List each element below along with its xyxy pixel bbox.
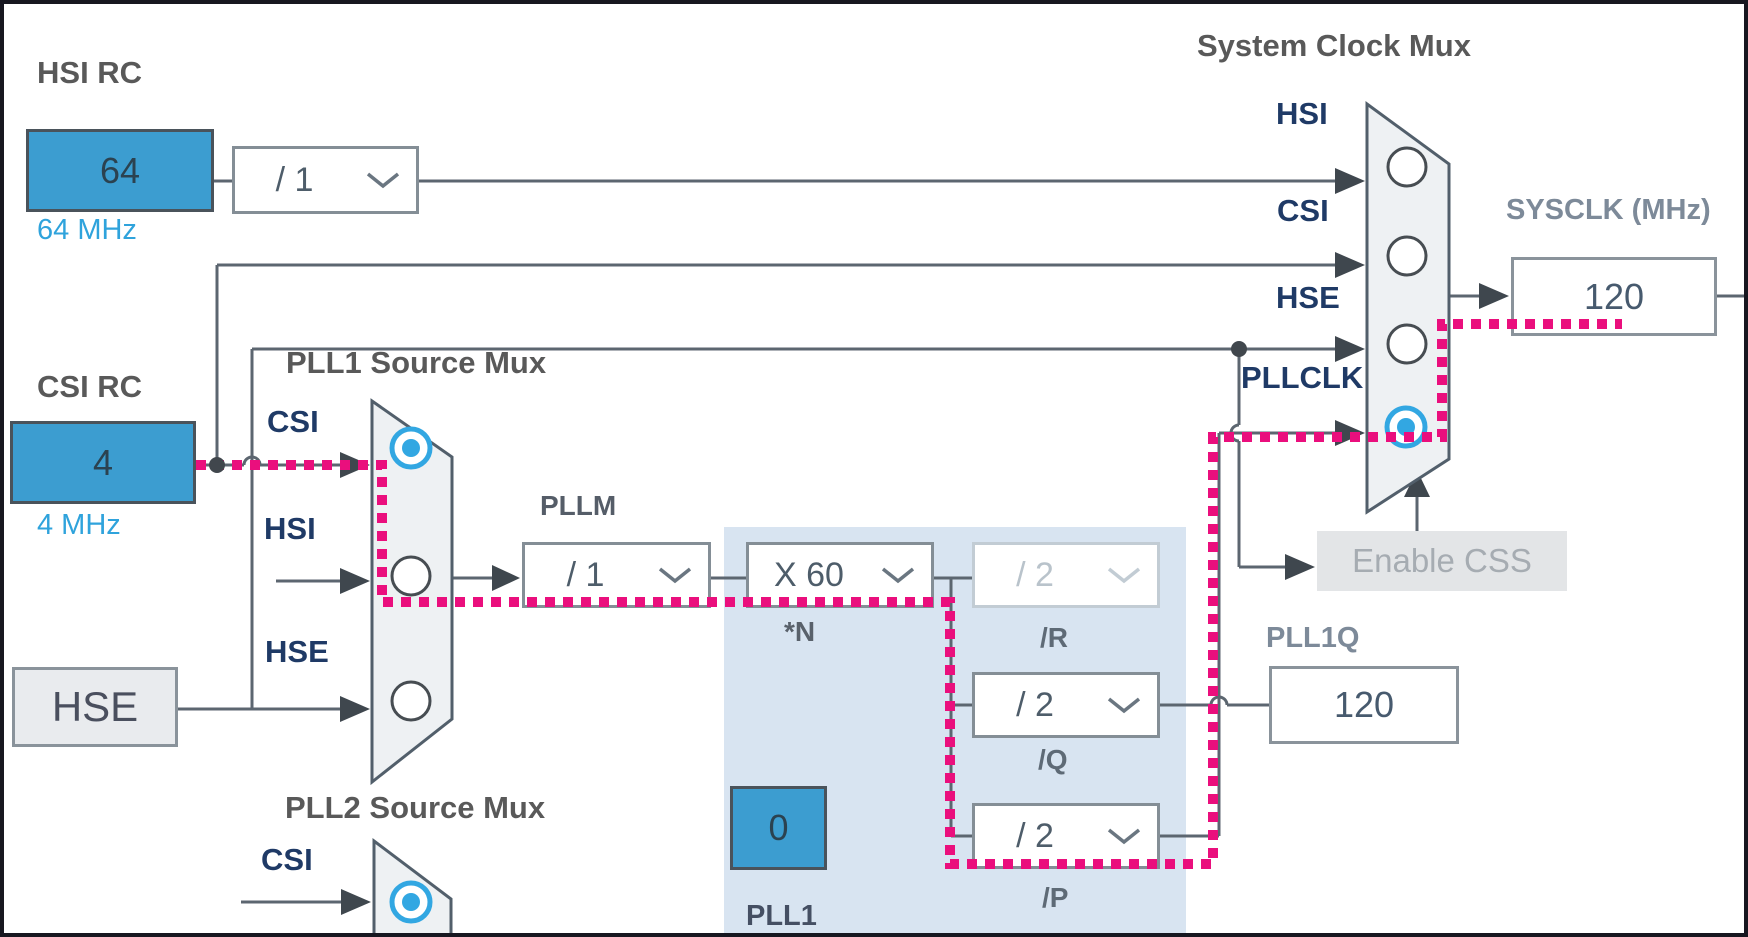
hsi-freq-label: 64 MHz: [37, 214, 137, 246]
chevron-down-icon: [1107, 828, 1141, 845]
pll1-q-label: /Q: [1038, 744, 1068, 775]
pll1-p-label: /P: [1042, 882, 1069, 913]
pll1-indicator-box: 0: [730, 786, 827, 870]
sysmux-input-label-pllclk: PLLCLK: [1241, 360, 1364, 395]
pll1q-value: 120: [1333, 684, 1395, 725]
pll1-n-value: X 60: [774, 555, 844, 594]
pllm-value: / 1: [566, 555, 605, 594]
sysclk-value-box[interactable]: 120: [1511, 257, 1717, 336]
enable-css-label: Enable CSS: [1352, 542, 1532, 579]
csi-value: 4: [92, 441, 114, 483]
pll1mux-radio-hsi[interactable]: [390, 555, 432, 597]
pll1-q-divider-dropdown[interactable]: / 2: [972, 672, 1160, 738]
sysmux-input-label-csi: CSI: [1277, 193, 1329, 228]
pll1mux-radio-csi-selected[interactable]: [389, 426, 433, 470]
sysclk-value: 120: [1583, 275, 1645, 317]
pllm-label: PLLM: [540, 490, 617, 521]
pll1-q-value: / 2: [1016, 685, 1054, 724]
sysmux-radio-hse[interactable]: [1386, 323, 1428, 365]
csi-value-box: 4: [10, 421, 196, 504]
pllm-dropdown[interactable]: / 1: [522, 542, 711, 608]
pll1-n-multiplier-dropdown[interactable]: X 60: [746, 542, 934, 608]
pll2-source-mux-title: PLL2 Source Mux: [285, 790, 546, 825]
chevron-down-icon: [1107, 697, 1141, 714]
enable-css-button[interactable]: Enable CSS: [1317, 531, 1567, 591]
hse-source-box: HSE: [12, 667, 178, 747]
sysmux-radio-pllclk-selected[interactable]: [1384, 405, 1428, 449]
pll1-p-divider-dropdown[interactable]: / 2: [972, 803, 1160, 869]
pll1mux-radio-hse[interactable]: [390, 680, 432, 722]
chevron-down-icon: [366, 172, 400, 189]
pll1-r-label: /R: [1040, 622, 1068, 653]
pll2-source-mux-shape: [372, 837, 453, 933]
pll1-source-mux-title: PLL1 Source Mux: [286, 345, 547, 380]
pll1-n-label: *N: [784, 616, 816, 647]
hsi-rc-title: HSI RC: [37, 55, 143, 90]
csi-rc-title: CSI RC: [37, 369, 143, 404]
pll1mux-input-label-hse: HSE: [265, 634, 329, 669]
pll1q-label: PLL1Q: [1266, 622, 1360, 654]
pll1-r-divider-dropdown[interactable]: / 2: [972, 542, 1160, 608]
pll1q-value-box[interactable]: 120: [1269, 666, 1459, 744]
hsi-divider-dropdown[interactable]: / 1: [232, 146, 419, 214]
pll2mux-radio-csi-selected[interactable]: [389, 880, 433, 924]
csi-freq-label: 4 MHz: [37, 509, 121, 541]
hsi-divider-value: / 1: [275, 160, 314, 199]
system-clock-mux-title: System Clock Mux: [1197, 28, 1471, 63]
pll1-source-mux-shape: [370, 398, 454, 786]
sysmux-radio-csi[interactable]: [1386, 235, 1428, 277]
hsi-value-box: 64: [26, 129, 214, 212]
sysclk-label: SYSCLK (MHz): [1506, 194, 1711, 226]
chevron-down-icon: [881, 567, 915, 584]
hse-source-label: HSE: [51, 683, 139, 730]
hsi-value: 64: [99, 149, 141, 191]
system-clock-mux-shape: [1365, 101, 1451, 515]
junction-dot-csi: [209, 457, 225, 473]
pll2mux-input-label-csi: CSI: [261, 842, 313, 877]
pll1mux-input-label-hsi: HSI: [264, 511, 316, 546]
pll1mux-input-label-csi: CSI: [267, 404, 319, 439]
chevron-down-icon: [1107, 567, 1141, 584]
chevron-down-icon: [658, 567, 692, 584]
sysmux-input-label-hsi: HSI: [1276, 96, 1328, 131]
pll1-block-tag: PLL1: [746, 900, 817, 932]
pll1-r-value: / 2: [1016, 555, 1054, 594]
junction-dot-hse: [1231, 341, 1247, 357]
pll1-p-value: / 2: [1016, 816, 1054, 855]
pll1-indicator-value: 0: [768, 807, 789, 848]
sysmux-radio-hsi[interactable]: [1386, 146, 1428, 188]
sysmux-input-label-hse: HSE: [1276, 280, 1340, 315]
